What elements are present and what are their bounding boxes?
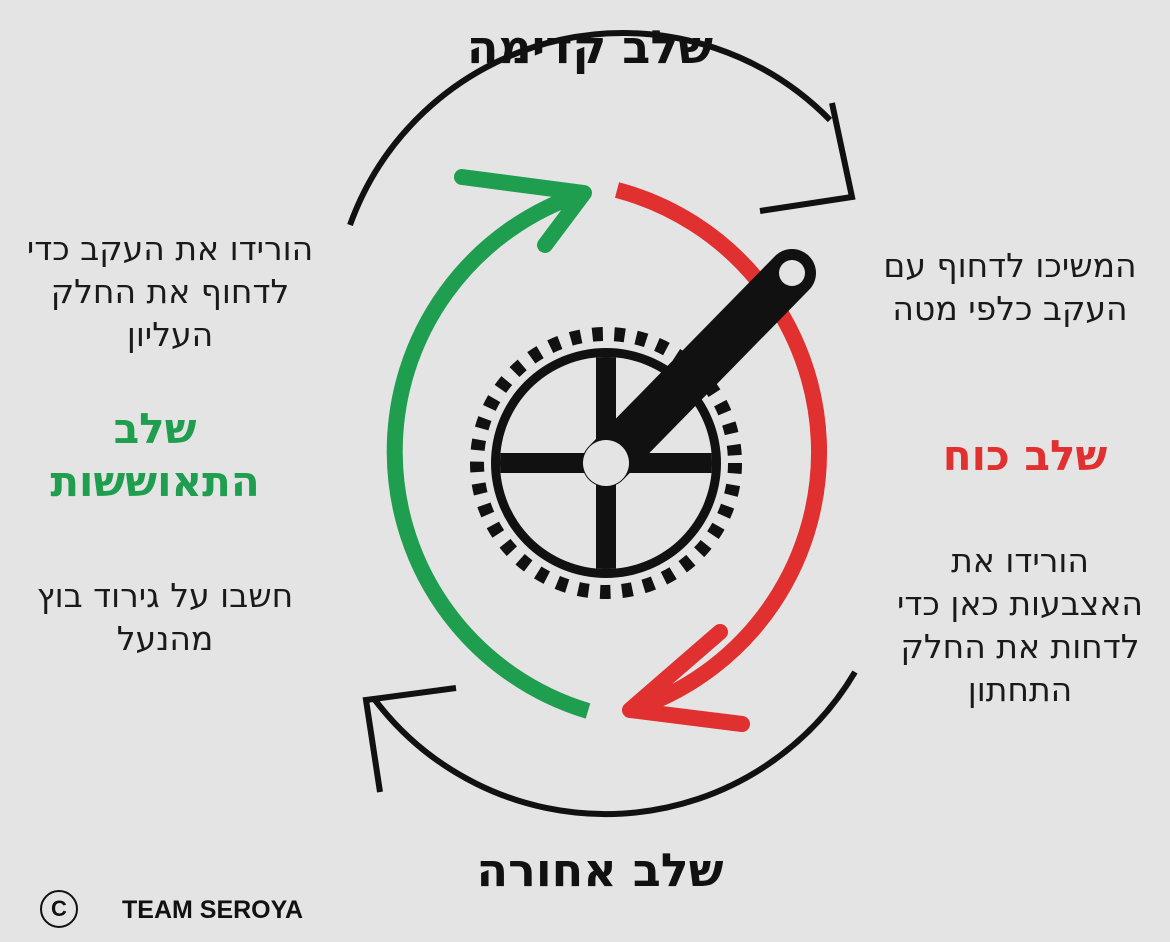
outer-arrow-top (347, 30, 833, 227)
recovery-phase-arc (386, 185, 591, 719)
crank-arm-icon (582, 249, 816, 487)
note-top-right: המשיכו לדחוף עם העקב כלפי מטה (883, 246, 1137, 328)
power-phase-arrowhead (622, 624, 750, 732)
outer-arrow-top-head (759, 102, 856, 214)
note-bottom-left: חשבו על גירוד בוץ מהנעל (36, 576, 294, 658)
phase-title-forward: שלב קדימה (466, 20, 714, 74)
outer-arrow-bottom-head (362, 685, 457, 793)
copyright-icon: C (40, 890, 78, 928)
power-phase-arc (614, 182, 827, 715)
note-top-left: הורידו את העקב כדי לדחוף את החלק העליון (26, 229, 314, 354)
phase-title-backward: שלב אחורה (476, 843, 724, 897)
phase-title-power: שלב כוח (942, 431, 1108, 480)
brand-label: TEAM SEROYA (122, 896, 304, 924)
phase-title-recovery: שלב התאוששות (50, 404, 260, 506)
outer-arrow-bottom (372, 670, 858, 818)
recovery-phase-arrowhead (454, 169, 592, 253)
note-bottom-right: הורידו את האצבעות כאן כדי לדחות את החלק … (897, 541, 1143, 709)
